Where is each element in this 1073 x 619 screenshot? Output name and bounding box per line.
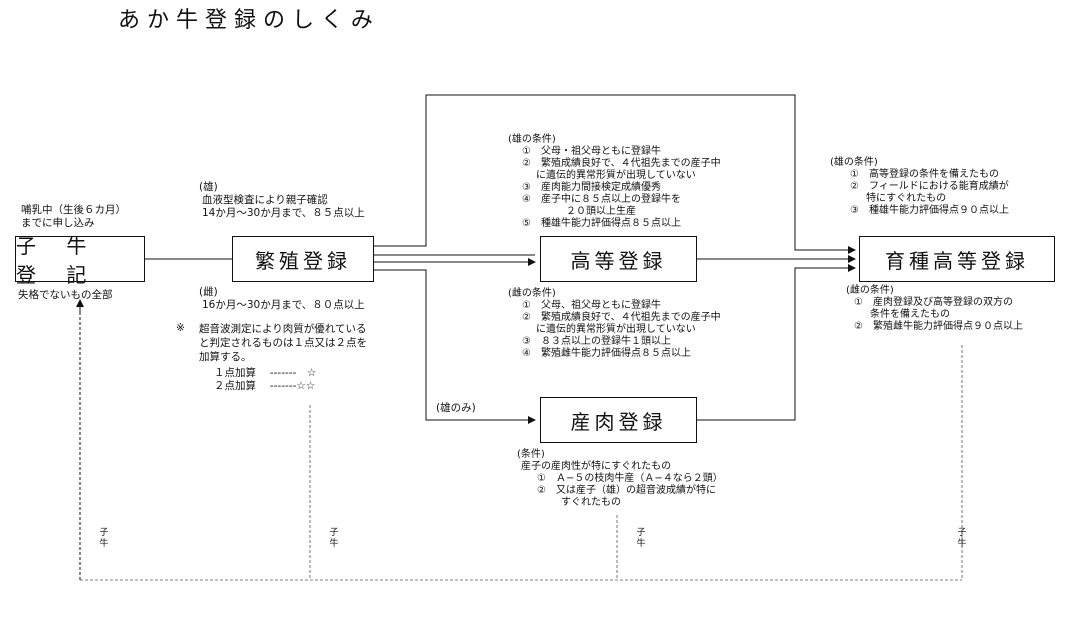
condition-header: (雌の条件): [846, 285, 894, 296]
condition-line: ④ 繁殖雌牛能力評価得点８５点以上: [522, 348, 691, 359]
condition-line: 血液型検査により親子確認: [202, 194, 328, 206]
condition-header: (雌): [199, 286, 218, 298]
calf-registration-label: 子 牛 登 記: [16, 234, 99, 287]
condition-line: ② フィールドにおける能育成績が: [850, 181, 1009, 192]
condition-line: ① 高等登録の条件を備えたもの: [850, 169, 999, 180]
condition-line: すぐれたもの: [561, 497, 621, 508]
advanced-male-conditions: (雄の条件) ① 父母・祖父母ともに登録牛 ② 繁殖成績良好で、４代祖先までの産…: [508, 134, 721, 230]
note-line: と判定されるものは１点又は２点を: [199, 337, 367, 349]
calf-eligibility-note: 失格でないもの全部: [18, 289, 113, 301]
calf-registration-box: 子 牛 登 記: [15, 234, 145, 287]
condition-line: ２０頭以上生産: [566, 206, 636, 217]
condition-line: ① 父母・祖父母ともに登録牛: [522, 146, 661, 157]
condition-line: 産子の産肉性が特にすぐれたもの: [521, 461, 672, 472]
condition-header: (雄): [199, 181, 218, 193]
breeding-advanced-registration-box: 育種高等登録: [859, 236, 1055, 282]
meat-production-conditions: (条件) 産子の産肉性が特にすぐれたもの ① Ａ−５の枝肉牛産（Ａ−４なら２頭）…: [517, 449, 723, 509]
condition-header: (雌の条件): [508, 288, 556, 299]
calf-label: 子牛: [99, 528, 109, 549]
bonus-point-legend: １点加算 ------- ☆ ２点加算 -------☆☆: [214, 367, 316, 393]
female-breeding-conditions: (雌) 16か月〜30か月まで、８０点以上: [199, 286, 365, 312]
male-breeding-conditions: (雄) 血液型検査により親子確認 14か月〜30か月まで、８５点以上: [199, 181, 365, 220]
breeding-advanced-registration-label: 育種高等登録: [885, 248, 1029, 273]
note-line: までに申し込み: [21, 217, 95, 229]
condition-line: ③ 産肉能力間接検定成績優秀: [522, 182, 661, 193]
condition-line: ④ 産子中に８５点以上の登録牛を: [522, 194, 681, 205]
calf-label: 子牛: [636, 528, 646, 549]
condition-header: (雄の条件): [830, 157, 878, 168]
condition-line: 特にすぐれたもの: [866, 193, 947, 204]
condition-line: に遺伝的異常形質が出現していない: [536, 170, 696, 181]
male-only-note: (雄のみ): [436, 402, 476, 414]
note-mark: ※: [176, 322, 185, 334]
breeding-advanced-female-conditions: (雌の条件) ① 産肉登録及び高等登録の双方の 条件を備えたもの ② 繁殖雌牛能…: [846, 285, 1023, 333]
condition-line: ⑤ 種雄牛能力評価得点８５点以上: [522, 218, 681, 229]
condition-line: 14か月〜30か月まで、８５点以上: [202, 207, 365, 219]
meat-production-registration-label: 産肉登録: [570, 409, 667, 434]
condition-line: ③ 種雄牛能力評価得点９０点以上: [850, 205, 1009, 216]
breeding-registration-box: 繁殖登録: [232, 236, 374, 282]
condition-line: ② 繁殖雌牛能力評価得点９０点以上: [854, 321, 1023, 332]
condition-line: 16か月〜30か月まで、８０点以上: [202, 299, 365, 311]
breeding-registration-label: 繁殖登録: [255, 248, 351, 273]
calf-application-note: 哺乳中（生後６カ月） までに申し込み: [21, 204, 126, 230]
meat-production-registration-box: 産肉登録: [540, 397, 697, 443]
condition-line: ③ ８３点以上の登録牛１頭以上: [522, 336, 671, 347]
condition-header: (雄の条件): [508, 134, 556, 145]
condition-line: ① 父母、祖父母ともに登録牛: [522, 300, 661, 311]
condition-line: ② 繁殖成績良好で、４代祖先までの産子中: [522, 158, 721, 169]
condition-line: ② 又は産子（雄）の超音波成績が特に: [537, 485, 716, 496]
advanced-female-conditions: (雌の条件) ① 父母、祖父母ともに登録牛 ② 繁殖成績良好で、４代祖先までの産…: [508, 288, 721, 360]
legend-line: １点加算 ------- ☆: [214, 367, 317, 379]
note-line: 超音波測定により肉質が優れている: [199, 323, 367, 335]
condition-line: ① Ａ−５の枝肉牛産（Ａ−４なら２頭）: [537, 473, 723, 484]
note-line: 哺乳中（生後６カ月）: [21, 204, 126, 216]
page-title: あか牛登録のしくみ: [118, 8, 380, 33]
calf-label: 子牛: [329, 528, 339, 549]
condition-line: 条件を備えたもの: [870, 309, 950, 320]
condition-line: ② 繁殖成績良好で、４代祖先までの産子中: [522, 312, 721, 323]
condition-header: (条件): [517, 449, 545, 460]
calf-label: 子牛: [957, 528, 967, 549]
condition-line: ① 産肉登録及び高等登録の双方の: [854, 297, 1013, 308]
breeding-advanced-male-conditions: (雄の条件) ① 高等登録の条件を備えたもの ② フィールドにおける能育成績が …: [830, 157, 1009, 217]
advanced-registration-box: 高等登録: [540, 236, 697, 282]
note-line: 加算する。: [199, 351, 252, 363]
legend-line: ２点加算 -------☆☆: [214, 380, 316, 392]
ultrasound-bonus-note: 超音波測定により肉質が優れている と判定されるものは１点又は２点を 加算する。: [199, 322, 367, 364]
advanced-registration-label: 高等登録: [570, 248, 667, 273]
condition-line: に遺伝的異常形質が出現していない: [536, 324, 696, 335]
